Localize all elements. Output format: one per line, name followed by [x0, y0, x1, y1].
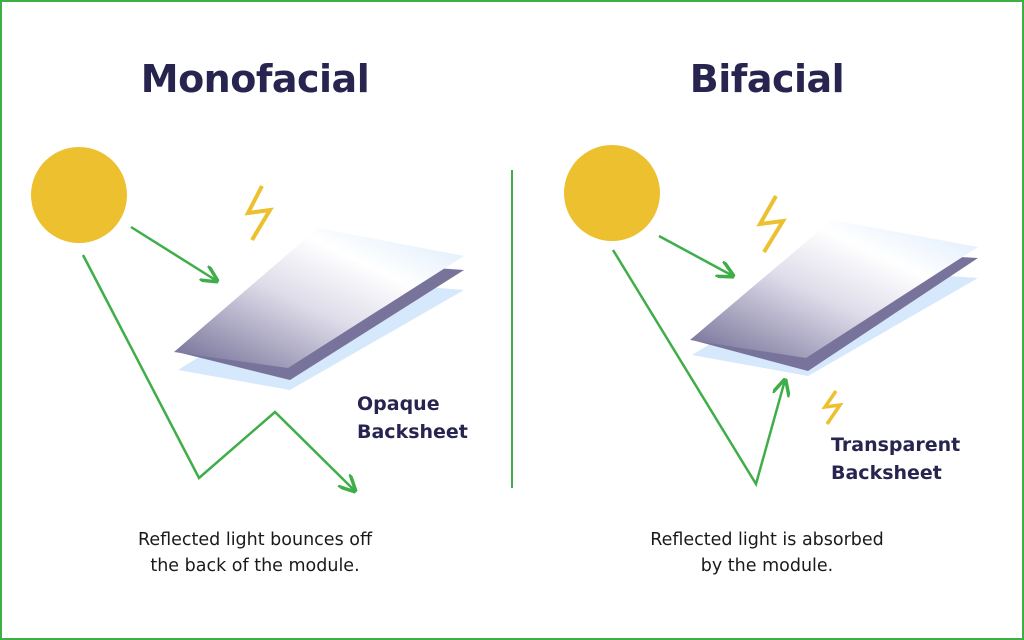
sun-icon: [564, 145, 660, 241]
incident-ray-arrow: [130, 225, 217, 281]
sun-icon: [31, 147, 127, 243]
lightning-bolt-icon: [821, 390, 844, 425]
left-caption: Reflected light bounces off the back of …: [105, 527, 405, 579]
transparent-backsheet-label: Transparent Backsheet: [831, 431, 960, 487]
caption-line: by the module.: [700, 556, 834, 576]
lightning-bolt-icon: [244, 185, 274, 242]
lightning-bolt-icon: [756, 195, 787, 254]
opaque-backsheet-label: Opaque Backsheet: [357, 390, 468, 446]
incident-ray-arrow: [658, 234, 733, 276]
label-line: Transparent: [831, 434, 961, 456]
caption-line: Reflected light is absorbed: [650, 530, 884, 550]
caption-line: Reflected light bounces off: [137, 530, 373, 550]
left-title: Monofacial: [140, 57, 370, 101]
solar-panel-icon: [690, 220, 978, 376]
label-line: Backsheet: [357, 421, 468, 443]
reflected-ray-arrow: [81, 254, 355, 491]
label-line: Opaque: [357, 393, 440, 415]
caption-line: the back of the module.: [150, 556, 360, 576]
right-title: Bifacial: [689, 57, 845, 101]
solar-panel-icon: [174, 228, 464, 390]
reflected-ray-arrow: [611, 249, 785, 488]
right-caption: Reflected light is absorbed by the modul…: [617, 527, 917, 579]
label-line: Backsheet: [831, 462, 942, 484]
